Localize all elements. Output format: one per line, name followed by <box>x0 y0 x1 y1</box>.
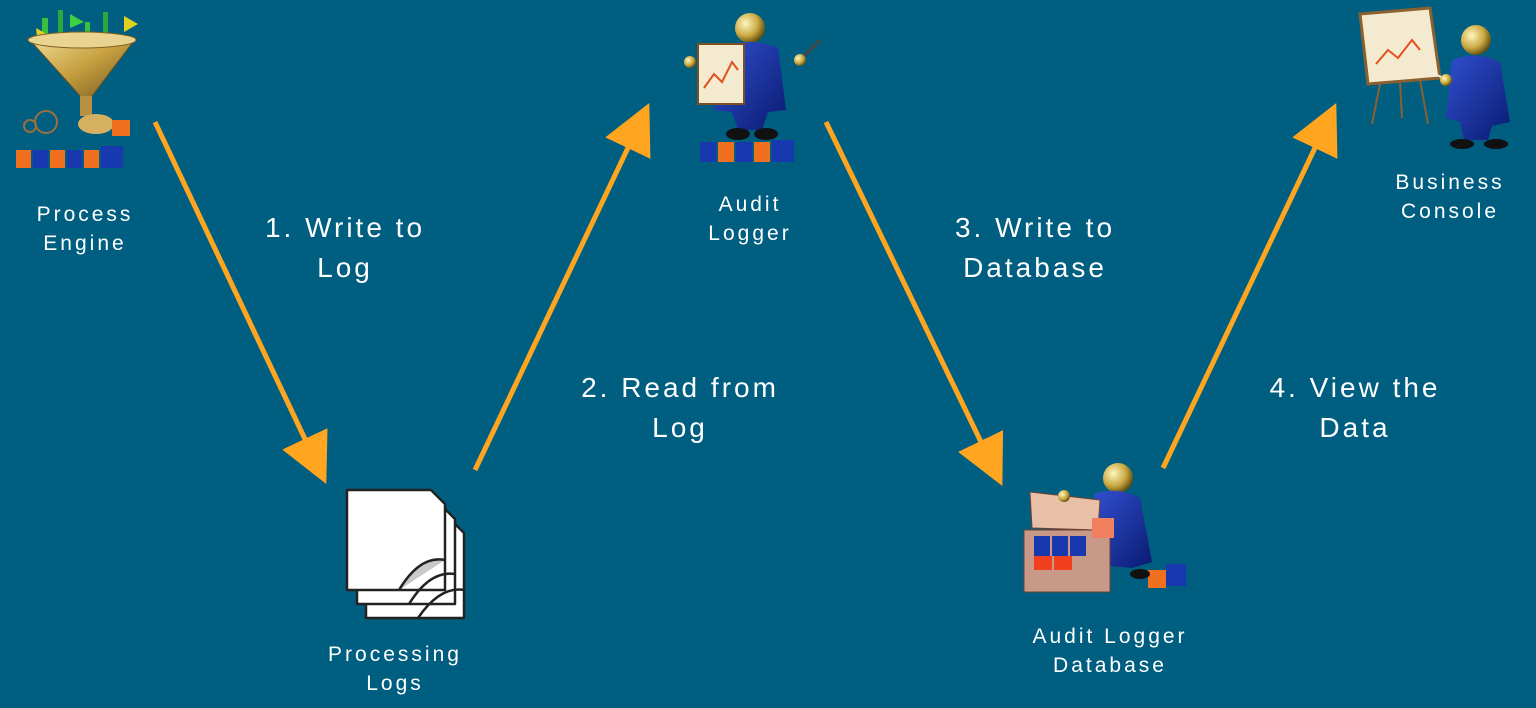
node-label-line: Audit <box>718 193 782 216</box>
funnel-engine-icon <box>16 10 138 168</box>
node-label-line: Engine <box>43 232 127 255</box>
node-label-business-console: Business Console <box>1375 168 1525 226</box>
arrow-db-to-console <box>1160 102 1338 470</box>
node-label-processing-logs: Processing Logs <box>310 640 480 698</box>
step-label-line: 4. View the <box>1269 372 1441 403</box>
step-label-3: 3. Write to Database <box>920 208 1150 288</box>
node-label-line: Processing <box>328 643 462 666</box>
node-label-line: Logger <box>708 222 792 245</box>
step-label-line: Data <box>1319 412 1391 443</box>
arrow-engine-to-logs <box>152 120 328 485</box>
step-label-4: 4. View the Data <box>1230 368 1480 448</box>
step-label-2: 2. Read from Log <box>545 368 815 448</box>
presenter-easel-icon <box>1358 6 1510 149</box>
node-label-line: Console <box>1400 200 1500 223</box>
worker-clipboard-icon <box>684 13 822 162</box>
node-label-line: Audit Logger <box>1032 625 1188 648</box>
node-label-line: Process <box>36 203 134 226</box>
worker-box-icon <box>1023 463 1186 593</box>
step-label-line: 1. Write to <box>264 212 426 243</box>
node-label-line: Business <box>1395 171 1505 194</box>
arrow-logger-to-db <box>823 120 1004 486</box>
step-label-line: Database <box>963 252 1107 283</box>
node-label-line: Database <box>1053 654 1167 677</box>
arrow-logs-to-logger <box>472 102 651 472</box>
step-label-line: Log <box>652 412 708 443</box>
node-label-process-engine: Process Engine <box>10 200 160 258</box>
step-label-line: 2. Read from <box>581 372 779 403</box>
node-label-audit-logger: Audit Logger <box>680 190 820 248</box>
arrows <box>152 102 1338 486</box>
node-label-audit-logger-database: Audit Logger Database <box>1005 622 1215 680</box>
node-label-line: Logs <box>366 672 424 695</box>
step-label-line: 3. Write to <box>954 212 1116 243</box>
documents-stack-icon <box>345 488 466 620</box>
step-label-line: Log <box>317 252 373 283</box>
step-label-1: 1. Write to Log <box>230 208 460 288</box>
